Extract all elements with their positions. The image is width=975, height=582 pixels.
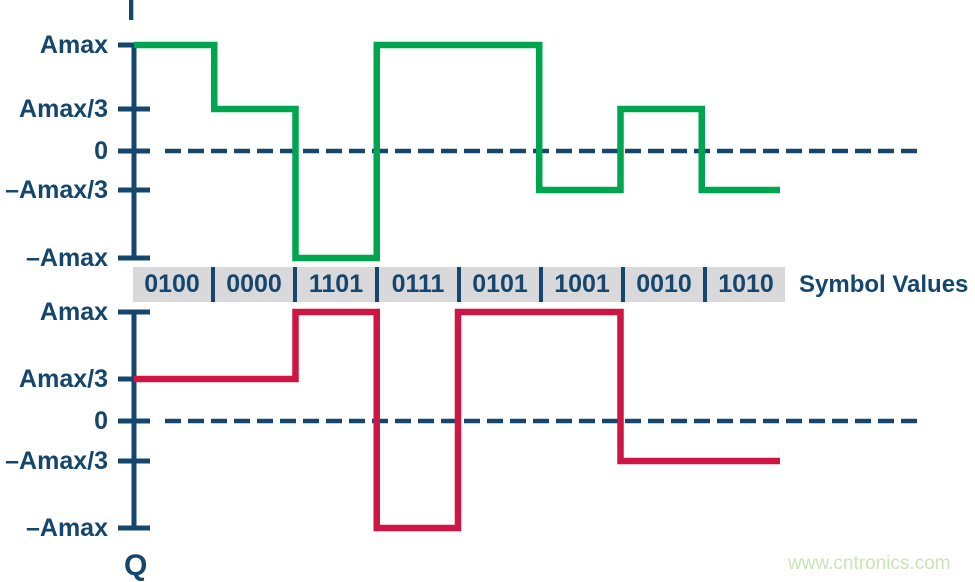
q-waveform [134,308,780,532]
watermark-text: www.cntronics.com [788,553,951,574]
symbol-cell-2: 1101 [293,267,375,302]
symbol-cell-7: 1010 [703,267,785,302]
y-axis-label-q-0: Amax [39,298,108,326]
symbol-cell-6: 0010 [621,267,703,302]
symbol-cell-0: 0100 [144,270,200,298]
y-axis-label-q-3: –Amax/3 [5,447,108,475]
y-axis-label-i-1: Amax/3 [19,95,108,123]
i-waveform [134,41,780,262]
y-axis-label-q-1: Amax/3 [19,365,108,393]
symbol-cell-3: 0111 [375,267,457,302]
symbol-cell-4: 0101 [457,267,539,302]
y-axis-label-q-2: 0 [94,407,108,435]
y-axis-label-i-3: –Amax/3 [5,176,108,204]
symbol-values-label: Symbol Values [799,271,969,298]
channel-label-q: Q [124,549,148,582]
y-axis-label-i-0: Amax [39,31,108,59]
symbol-cell-5: 1001 [539,267,621,302]
y-axis-label-i-2: 0 [94,137,108,165]
y-axis-label-i-4: –Amax [26,244,108,272]
y-axis-label-q-4: –Amax [26,514,108,542]
channel-label-i: I [127,0,136,27]
symbol-cell-1: 0000 [211,267,293,302]
